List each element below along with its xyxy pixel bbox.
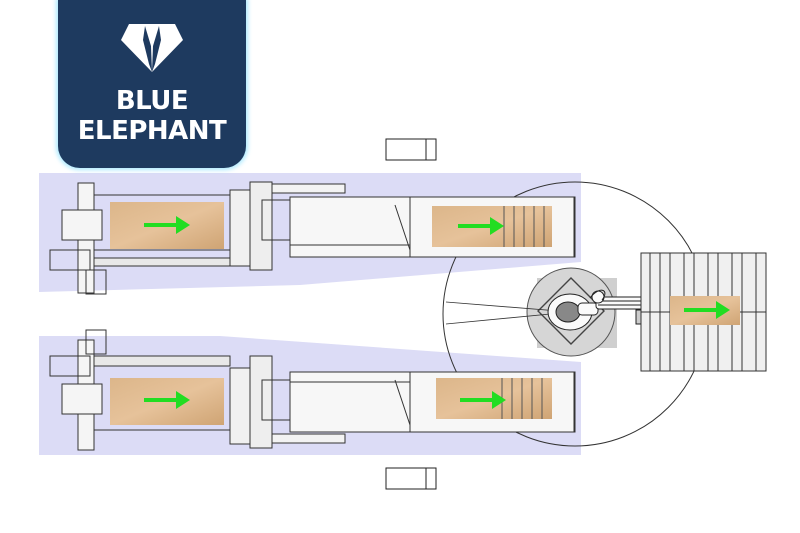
slat-lines-top (503, 206, 545, 247)
elephant-diamond-icon (121, 24, 183, 72)
arrow-right-icon (144, 216, 190, 234)
output-pallet-conveyor (640, 252, 767, 372)
operator-station-bottom (385, 467, 437, 490)
arrow-right-icon (458, 217, 504, 235)
blue-elephant-logo: BLUE ELEPHANT (58, 0, 246, 168)
flow-arrows (144, 216, 730, 409)
arrow-right-icon (684, 301, 730, 319)
operator-station-top (385, 138, 437, 161)
logo-text-line2: ELEPHANT (77, 116, 227, 146)
logo-text-line1: BLUE (115, 86, 189, 116)
robot-arm (547, 289, 651, 331)
arrow-right-icon (460, 391, 506, 409)
arrow-right-icon (144, 391, 190, 409)
